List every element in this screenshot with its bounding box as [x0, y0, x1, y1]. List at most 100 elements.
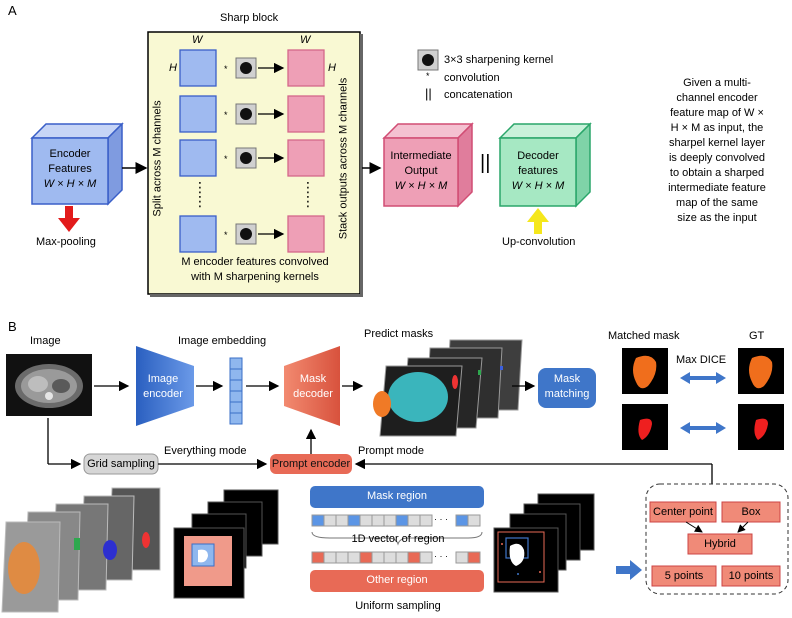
image-label: Image	[30, 335, 61, 347]
h-left-label: H	[169, 62, 177, 74]
vector-ellipsis-bottom: · · ·	[434, 551, 448, 561]
everything-mode-label: Everything mode	[164, 445, 247, 457]
intermediate-label-2: Output	[404, 165, 438, 177]
vertical-dots: ⋮	[193, 193, 207, 209]
mask-decoder-label-1: Mask	[299, 373, 327, 385]
decoder-label-2: features	[518, 165, 558, 177]
vertical-dots: ⋮	[301, 179, 315, 195]
encoder-label-1: Encoder	[49, 148, 91, 160]
max-pooling-label: Max-pooling	[36, 236, 96, 248]
encoder-label-2: Features	[48, 163, 92, 175]
mask-decoder-label-2: decoder	[293, 388, 333, 400]
five-points-label: 5 points	[664, 570, 704, 582]
feature-square	[179, 139, 217, 177]
feature-square	[179, 215, 217, 253]
matched-mask-2	[622, 404, 668, 450]
mask-decoder-block	[284, 346, 340, 426]
mask-matching-block	[538, 368, 596, 408]
legend-kernel: 3×3 sharpening kernel	[444, 54, 554, 66]
other-region-bar	[310, 570, 484, 592]
predict-masks-label: Predict masks	[364, 328, 434, 340]
prompt-encoder-label: Prompt encoder	[271, 458, 351, 470]
output-square	[287, 139, 325, 177]
intermediate-label-3: W × H × M	[394, 180, 448, 192]
ten-points-label: 10 points	[728, 570, 774, 582]
image-encoder-label-2: encoder	[143, 388, 183, 400]
output-square	[287, 95, 325, 133]
center-point-prompt	[649, 501, 717, 523]
max-dice-label: Max DICE	[676, 354, 727, 366]
decoder-label-3: W × H × M	[511, 180, 565, 192]
decoder-cube	[498, 122, 592, 208]
five-points-prompt	[651, 565, 717, 587]
up-convolution-arrow	[527, 208, 549, 234]
legend-concat: concatenation	[444, 89, 513, 101]
description-text: Given a multi- channel encoder feature m…	[668, 77, 766, 224]
gt-label: GT	[749, 330, 765, 342]
embedding-vector	[229, 357, 243, 425]
vector-label: 1D vector of region	[351, 533, 445, 545]
image-embedding-label: Image embedding	[178, 335, 267, 347]
legend-concat-symbol: ||	[425, 86, 432, 101]
up-convolution-label: Up-convolution	[502, 236, 576, 248]
gt-mask-1	[738, 348, 784, 394]
box-label: Box	[741, 506, 761, 518]
prompt-encoder-block	[270, 454, 352, 474]
legend-kernel-icon	[417, 49, 439, 71]
legend-conv-symbol: *	[426, 71, 430, 81]
other-region-label: Other region	[366, 574, 428, 586]
mask-matching-label-2: matching	[544, 388, 590, 400]
h-right-label: H	[328, 62, 336, 74]
box-prompt	[721, 501, 781, 523]
sharp-block-caption-1: M encoder features convolved	[181, 256, 329, 268]
feature-square	[179, 95, 217, 133]
decoder-label-1: Decoder	[517, 150, 559, 162]
panel-b-graphics	[1, 339, 789, 613]
mask-region-bar	[310, 486, 484, 508]
panel-b-label: B	[8, 319, 17, 334]
vertical-dots: ⋮	[193, 179, 207, 195]
vector-top	[311, 514, 481, 527]
mask-region-label: Mask region	[367, 490, 427, 502]
stack-label: Stack outputs across M channels	[337, 77, 350, 240]
box-slices-stack	[493, 493, 595, 593]
conv-symbol: *	[224, 230, 228, 240]
uniform-sampling-label: Uniform sampling	[355, 600, 441, 612]
vector-ellipsis-top: · · ·	[434, 514, 448, 524]
vertical-dots: ⋮	[301, 193, 315, 209]
kernel-icon	[235, 103, 257, 125]
image-encoder-block	[136, 346, 194, 426]
center-point-label: Center point	[653, 506, 713, 518]
match-arrow	[680, 422, 726, 434]
max-pooling-arrow	[58, 206, 80, 232]
w-top-right-label: W	[300, 34, 311, 46]
matched-mask-1	[622, 348, 668, 394]
kernel-icon	[235, 57, 257, 79]
prompt-types-box	[645, 483, 789, 595]
panel-a-label: A	[8, 3, 17, 18]
ten-points-prompt	[721, 565, 781, 587]
w-top-label: W	[192, 34, 203, 46]
predicted-masks-stack	[373, 339, 523, 437]
hybrid-prompt	[687, 533, 753, 555]
grid-sampling-label: Grid sampling	[87, 458, 155, 470]
prompt-mode-label: Prompt mode	[358, 445, 425, 457]
to-prompts-arrow	[616, 560, 642, 580]
sharp-block-caption-2: with M sharpening kernels	[191, 271, 319, 283]
input-ct-image	[6, 354, 92, 416]
max-dice-arrow	[680, 372, 726, 384]
kernel-icon	[235, 223, 257, 245]
output-square	[287, 49, 325, 87]
intermediate-cube	[382, 122, 474, 208]
conv-symbol: *	[224, 64, 228, 74]
hybrid-label: Hybrid	[704, 538, 736, 550]
kernel-icon	[235, 147, 257, 169]
mask-slices-stack	[173, 489, 279, 599]
concat-mark: ||	[480, 152, 491, 174]
sharp-block-title: Sharp block	[220, 12, 279, 24]
gt-mask-2	[738, 404, 784, 450]
feature-square	[179, 49, 217, 87]
split-label: Split across M channels	[151, 100, 164, 217]
intermediate-label-1: Intermediate	[390, 150, 452, 162]
vector-bottom	[311, 551, 481, 564]
